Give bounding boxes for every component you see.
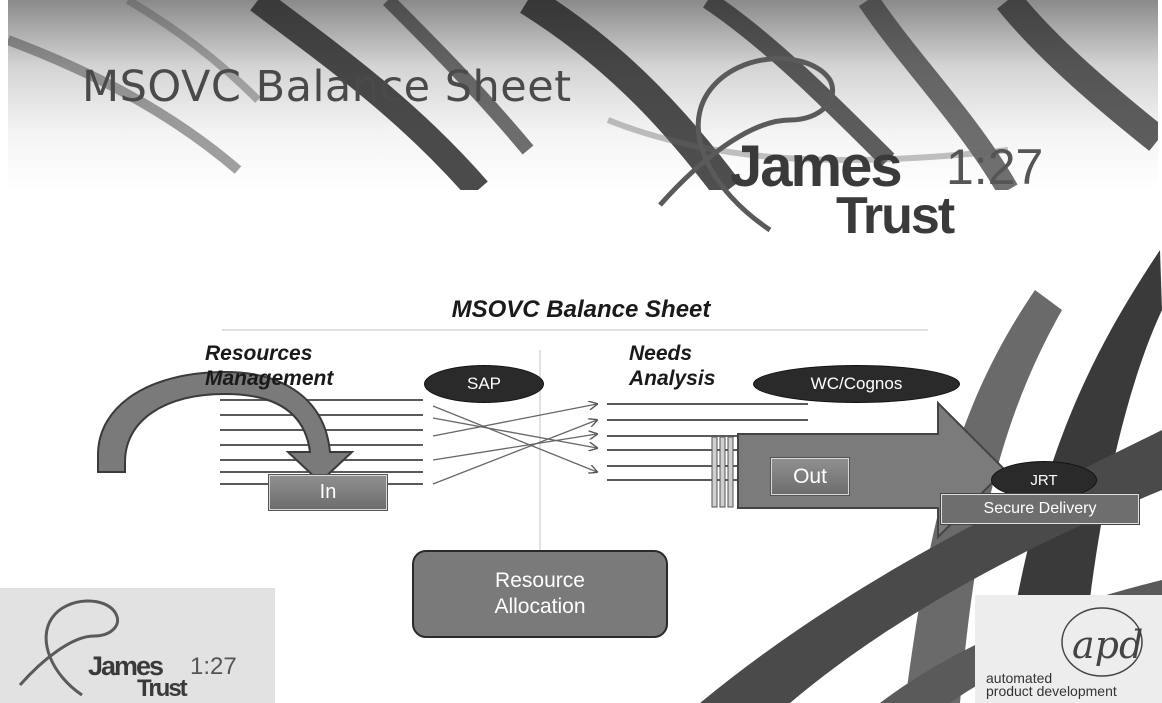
jrt-oval: JRT	[991, 461, 1097, 499]
footer-logo-word-james: James	[88, 651, 164, 681]
apd-mark: apd	[1072, 623, 1143, 667]
apd-logo-icon: apd	[1061, 607, 1143, 677]
apd-caption: automated product development	[986, 670, 1117, 699]
header-banner	[8, 0, 1158, 190]
out-bar	[711, 436, 718, 508]
resources-heading-line2: Management	[205, 367, 334, 390]
wc-cognos-oval: WC/Cognos	[753, 365, 960, 403]
logo-number: 1:27	[946, 139, 1044, 195]
mapping-arrows	[432, 404, 597, 485]
logo-swirl-icon	[658, 56, 835, 233]
sap-oval: SAP	[424, 365, 544, 403]
footer-logo-word-trust: Trust	[137, 675, 188, 702]
secure-delivery-box: Secure Delivery	[940, 493, 1140, 525]
logo-word-james: James	[730, 134, 903, 199]
footer-logo-swirl-icon	[18, 599, 119, 697]
needs-heading-line2: Analysis	[629, 367, 716, 390]
curved-arrow-icon	[97, 370, 355, 484]
logo-word-trust: Trust	[836, 187, 955, 245]
out-bar	[719, 436, 726, 508]
resources-heading: Resources Management	[205, 341, 333, 391]
resources-heading-line1: Resources	[205, 342, 313, 365]
out-bar	[727, 436, 734, 508]
diagram-title: MSOVC Balance Sheet	[451, 296, 711, 323]
apd-caption-line2: product development	[986, 683, 1117, 699]
in-box: In	[268, 474, 388, 511]
resource-allocation-box: Resource Allocation	[412, 550, 668, 638]
resource-allocation-line2: Allocation	[494, 595, 586, 618]
resource-allocation-line1: Resource	[495, 569, 585, 592]
page-title: MSOVC Balance Sheet	[82, 62, 572, 112]
apd-caption-line1: automated	[986, 670, 1053, 686]
needs-heading-line1: Needs	[629, 342, 693, 365]
needs-heading: Needs Analysis	[629, 341, 715, 391]
out-box: Out	[770, 457, 850, 496]
banner-texture	[8, 0, 1158, 190]
footer-logo-number: 1:27	[190, 653, 237, 680]
